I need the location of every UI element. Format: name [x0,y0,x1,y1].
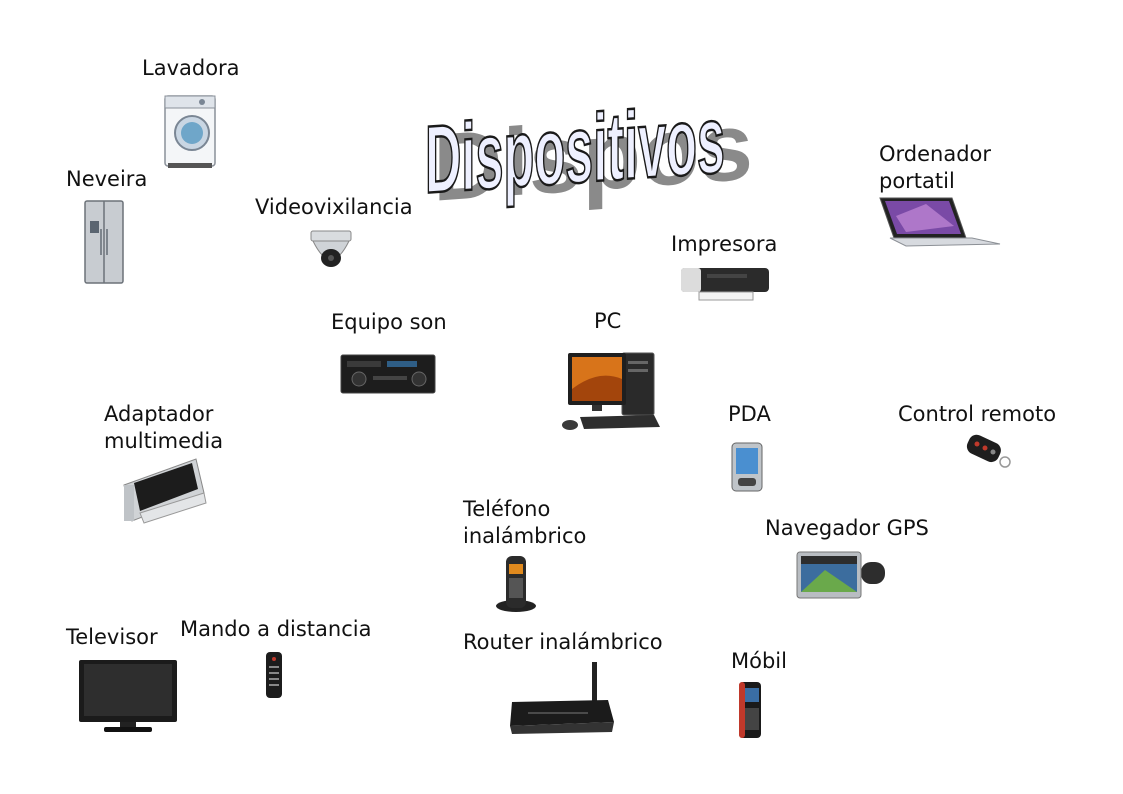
label-mando-a-distancia: Mando a distancia [180,617,372,641]
multimedia-adapter-icon [123,458,207,524]
pda-icon [731,442,763,492]
page-title: Dispositivos [425,86,725,214]
label-router-inalambrico: Router inalámbrico [463,630,663,654]
label-videovixilancia: Videovixilancia [255,195,413,219]
cordless-phone-icon [496,556,536,612]
wireless-router-icon [510,662,614,734]
label-navegador-gps: Navegador GPS [765,516,929,540]
label-telefono-inalambrico: Teléfono inalámbrico [463,497,587,548]
label-ordenador-portatil: Ordenador portatil [879,142,992,193]
label-pda: PDA [728,402,771,426]
label-adaptador-multimedia: Adaptador multimedia [104,402,224,453]
label-lavadora: Lavadora [142,56,240,80]
laptop-icon [879,197,1001,247]
printer-icon [681,268,769,301]
fridge-icon [84,200,124,284]
label-televisor: Televisor [66,625,158,649]
desktop-pc-icon [562,352,660,430]
washing-machine-icon [164,95,216,168]
security-camera-icon [310,230,352,267]
stereo-receiver-icon [340,354,436,394]
label-equipo-son: Equipo son [331,310,447,334]
gps-navigator-icon [796,551,885,599]
mobile-phone-icon [739,682,761,738]
label-control-remoto: Control remoto [898,402,1057,426]
television-icon [79,660,177,732]
title-wordart: Dispositivos Dispositivos [424,75,755,222]
label-impresora: Impresora [671,232,778,256]
label-mobil: Móbil [731,649,787,673]
tv-remote-icon [266,652,282,698]
label-pc: PC [594,309,622,333]
car-remote-icon [966,434,1011,468]
label-neveira: Neveira [66,167,148,191]
